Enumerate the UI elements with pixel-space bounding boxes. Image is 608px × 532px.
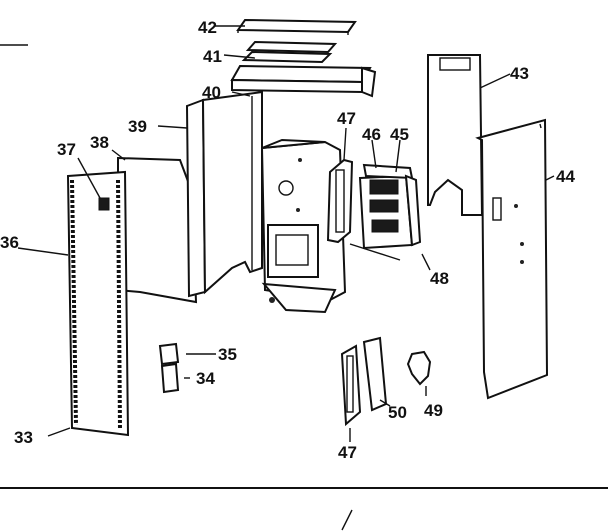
part-49-clip: [406, 350, 432, 386]
label-40: 40: [202, 83, 221, 102]
label-41: 41: [203, 47, 222, 66]
label-36: 36: [0, 233, 19, 252]
label-47-upper: 47: [337, 109, 356, 128]
label-48: 48: [430, 269, 449, 288]
part-42-top-plate: [236, 18, 357, 35]
label-46: 46: [362, 125, 381, 144]
part-47-lower-gasket: [340, 344, 362, 427]
part-43-rear-panel: [427, 54, 484, 216]
part-36-front-panel: [66, 170, 130, 437]
label-50: 50: [388, 403, 407, 422]
part-44-side-panel: [475, 118, 549, 400]
label-38: 38: [90, 133, 109, 152]
part-50-plate: [362, 336, 388, 412]
label-43: 43: [510, 64, 529, 83]
label-47-lower: 47: [338, 443, 357, 462]
label-35: 35: [218, 345, 237, 364]
part-34-35-small-bracket: [158, 342, 180, 394]
label-49: 49: [424, 401, 443, 420]
part-47-upper-gasket: [326, 158, 354, 244]
label-45: 45: [390, 125, 409, 144]
label-37: 37: [57, 140, 76, 159]
label-33: 33: [14, 428, 33, 447]
label-44: 44: [556, 167, 575, 186]
part-38-side-panel: [117, 156, 198, 304]
label-34: 34: [196, 369, 215, 388]
heater-assembly: [260, 138, 347, 314]
cut-mark: [341, 509, 353, 531]
label-39: 39: [128, 117, 147, 136]
label-42: 42: [198, 18, 217, 37]
part-40-inner-panel: [201, 90, 263, 295]
part-39-inner-panel: [185, 98, 207, 298]
part-45-46-control-panel: [358, 163, 422, 250]
leader-lines: [17, 25, 555, 442]
part-41-filter: [230, 40, 377, 98]
